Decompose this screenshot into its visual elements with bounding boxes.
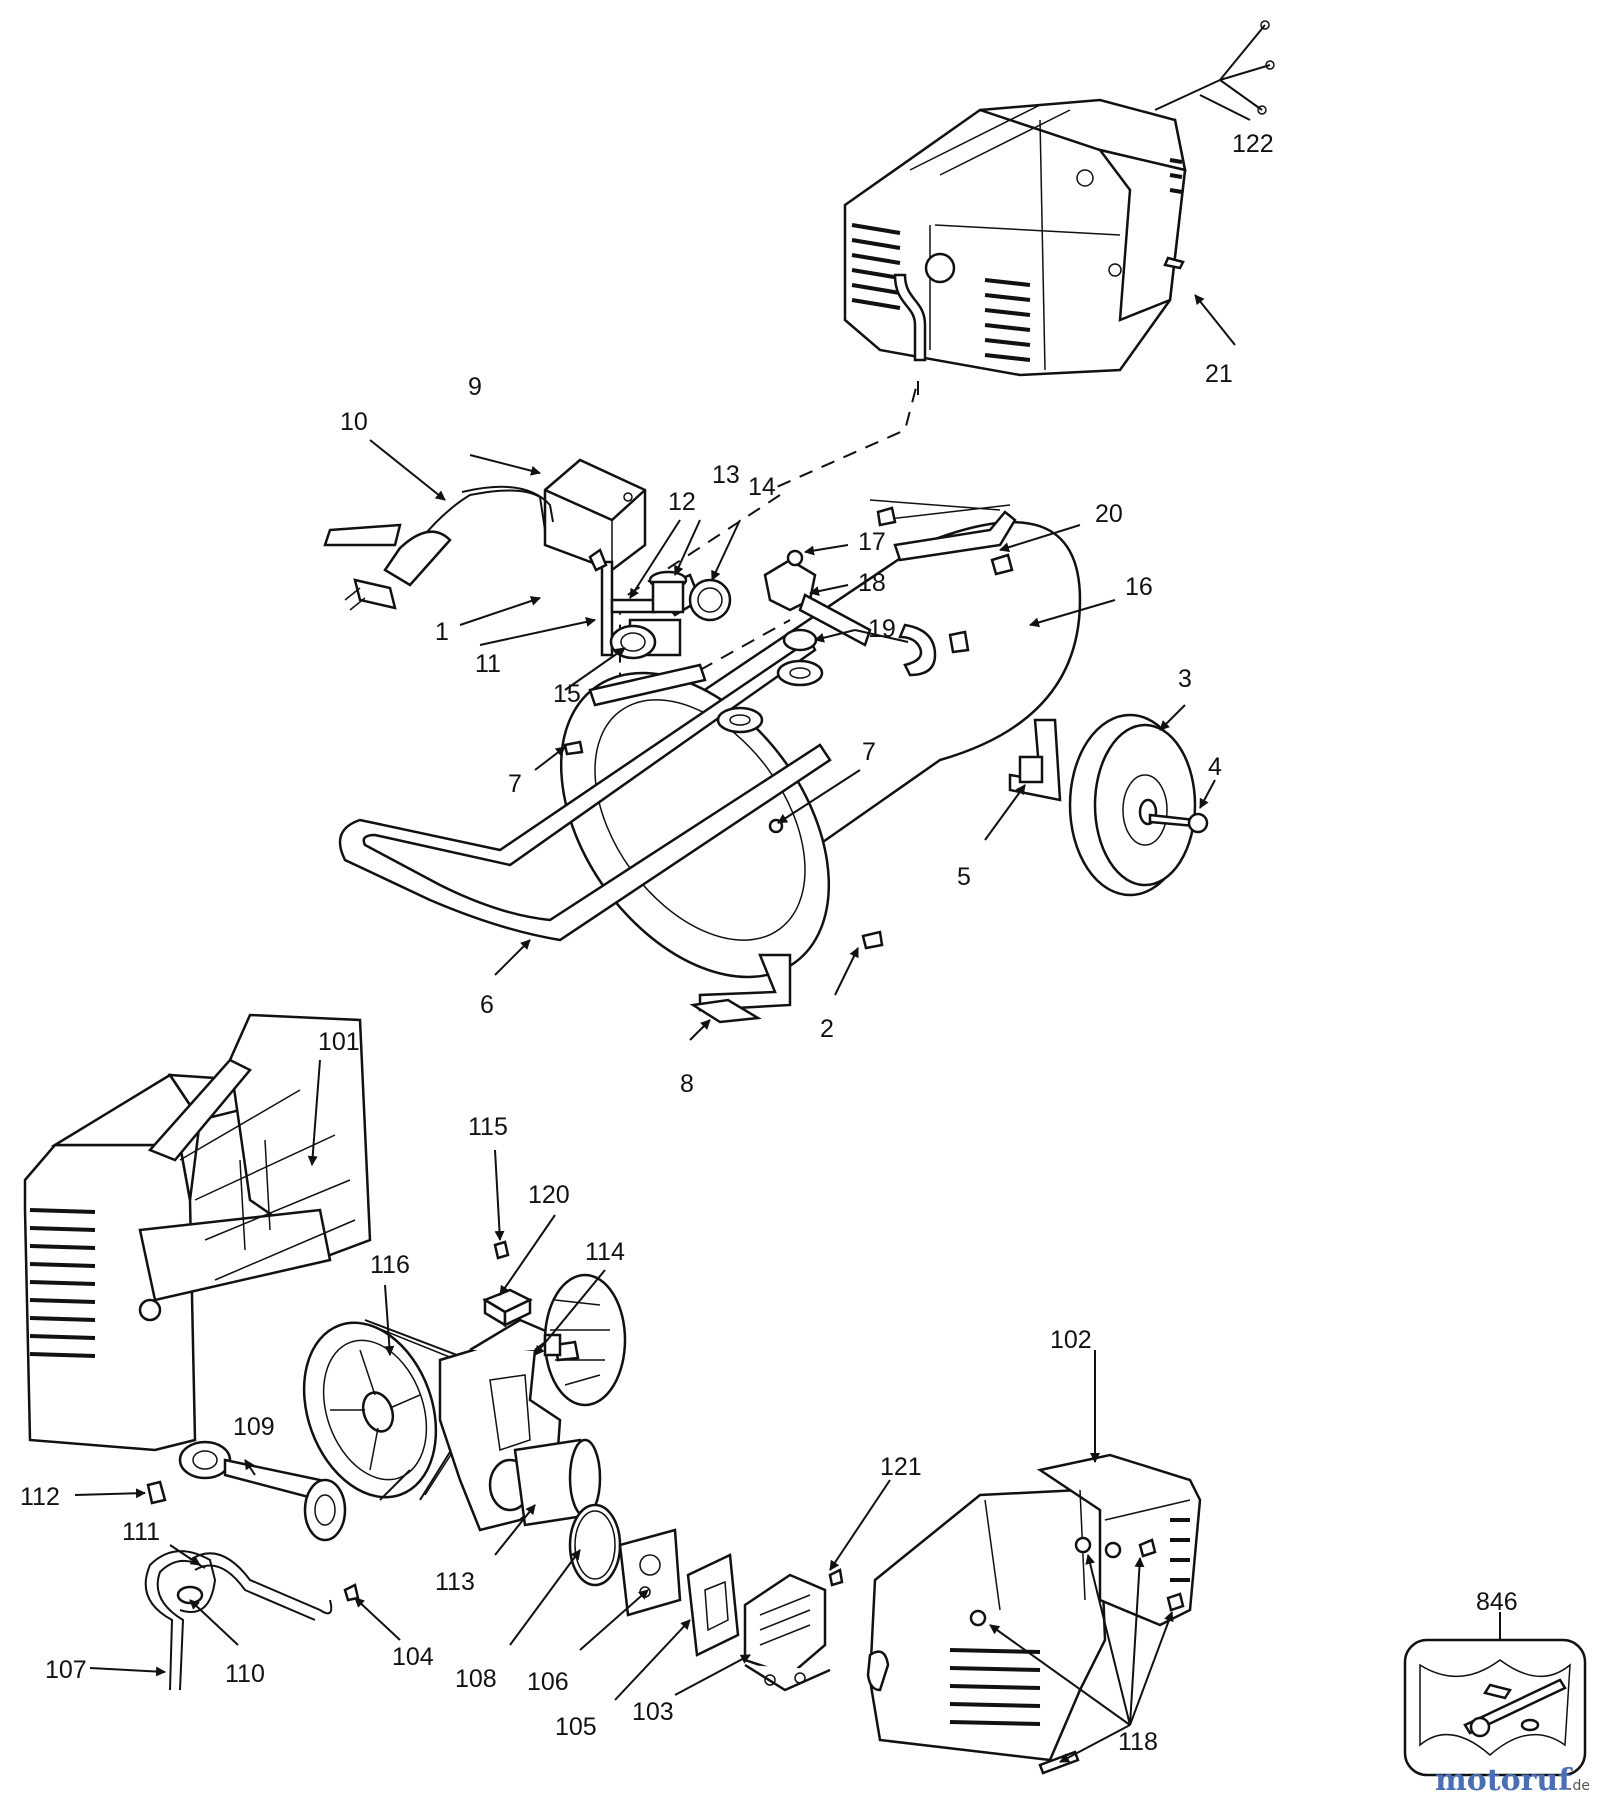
callout-20: 20	[1095, 500, 1123, 528]
callout-12: 12	[668, 488, 696, 516]
callout-4: 4	[1208, 753, 1222, 781]
callout-10: 10	[340, 408, 368, 436]
top-shroud-vents-left	[851, 223, 901, 310]
callout-7b: 7	[862, 738, 876, 766]
callout-14: 14	[748, 473, 776, 501]
leader-lines	[74, 94, 1501, 1763]
connecting-rod	[146, 1440, 347, 1542]
callout-116: 116	[370, 1251, 410, 1279]
valve-plates	[568, 1503, 740, 1657]
callout-labels: 122 21 9 10 12 13 14 1 11 15 17 18 19 20…	[20, 130, 1518, 1756]
callout-19: 19	[868, 615, 896, 643]
callout-120: 120	[528, 1181, 570, 1209]
callout-1: 1	[435, 618, 449, 646]
callout-118: 118	[1118, 1728, 1158, 1756]
callout-6: 6	[480, 991, 494, 1019]
callout-114: 114	[585, 1238, 625, 1266]
callout-9: 9	[468, 373, 482, 401]
hardware-kit-846	[1403, 1638, 1587, 1777]
callout-102: 102	[1050, 1326, 1092, 1354]
callout-111: 111	[122, 1518, 160, 1546]
callout-16: 16	[1125, 573, 1153, 601]
callout-113: 113	[435, 1568, 475, 1596]
callout-8: 8	[680, 1070, 694, 1098]
callout-15: 15	[553, 680, 581, 708]
cylinder-head	[743, 1568, 844, 1692]
callout-11: 11	[475, 650, 501, 678]
watermark-tld: .de	[1568, 1778, 1590, 1794]
callout-115: 115	[468, 1113, 508, 1141]
callout-5: 5	[957, 863, 971, 891]
watermark-logo: motoruf .de	[1435, 1763, 1590, 1798]
callout-121: 121	[880, 1453, 922, 1481]
callout-18: 18	[858, 569, 886, 597]
callout-105: 105	[555, 1713, 597, 1741]
callout-122: 122	[1232, 130, 1274, 158]
right-shroud-vents	[949, 1518, 1190, 1726]
pump-shroud-102	[866, 1453, 1202, 1775]
pump-motor-assembly	[302, 1240, 627, 1532]
callout-110: 110	[225, 1660, 265, 1688]
callout-101: 101	[318, 1028, 360, 1056]
tank-assembly	[338, 499, 1082, 1024]
callout-104: 104	[392, 1643, 434, 1671]
callout-21: 21	[1205, 360, 1233, 388]
callout-108: 108	[455, 1665, 497, 1693]
callout-103: 103	[632, 1698, 674, 1726]
callout-7a: 7	[508, 770, 522, 798]
pump-shroud-101	[23, 1013, 372, 1452]
pump-shroud-vents	[29, 1208, 96, 1358]
callout-109: 109	[233, 1413, 275, 1441]
callout-13: 13	[712, 461, 740, 489]
callout-107: 107	[45, 1656, 87, 1684]
callout-2: 2	[820, 1015, 834, 1043]
callout-17: 17	[858, 528, 886, 556]
wheel	[1068, 713, 1209, 897]
top-shroud-assembly	[843, 20, 1275, 377]
callout-106: 106	[527, 1668, 569, 1696]
top-shroud-vents-right	[984, 158, 1183, 362]
callout-3: 3	[1178, 665, 1192, 693]
watermark-brand: motoruf	[1435, 1763, 1573, 1798]
callout-846: 846	[1476, 1588, 1518, 1616]
callout-112: 112	[20, 1483, 60, 1511]
